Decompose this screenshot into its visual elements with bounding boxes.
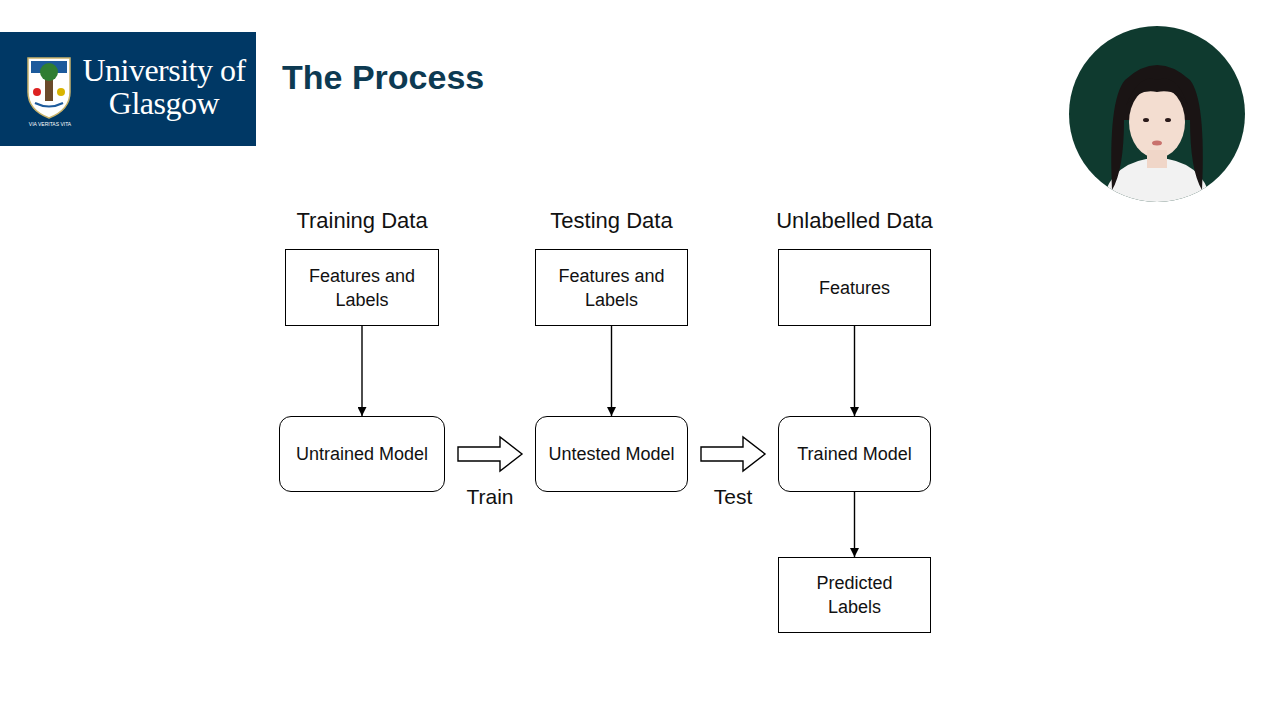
- logo-banner: [0, 32, 256, 146]
- data-box: Testing DataFeatures and Labels: [535, 249, 688, 326]
- box-text: Features and Labels: [286, 264, 438, 312]
- model-box: Trained Model: [778, 416, 931, 492]
- university-logo-text: University of Glasgow: [78, 54, 250, 120]
- data-heading: Training Data: [226, 208, 498, 234]
- logo-motto: VIA VERITAS VITA: [22, 121, 78, 127]
- data-heading: Unlabelled Data: [719, 208, 990, 234]
- data-box: Unlabelled DataFeatures: [778, 249, 931, 326]
- slide-title: The Process: [282, 58, 484, 97]
- box-text: Features and Labels: [536, 264, 687, 312]
- model-box: Untested Model: [535, 416, 688, 492]
- block-arrow: [701, 437, 765, 471]
- box-text: Trained Model: [787, 442, 921, 466]
- data-box: Predicted Labels: [778, 557, 931, 633]
- box-text: Predicted Labels: [779, 571, 930, 619]
- box-text: Untrained Model: [286, 442, 438, 466]
- arrow-line: [854, 492, 855, 557]
- data-heading: Testing Data: [476, 208, 747, 234]
- arrow-line: [611, 326, 612, 416]
- box-text: Features: [809, 276, 900, 300]
- arrow-line: [361, 326, 362, 416]
- box-text: Untested Model: [538, 442, 684, 466]
- presenter-webcam: [1069, 26, 1245, 215]
- arrow-line: [854, 326, 855, 416]
- university-crest: [28, 58, 70, 118]
- block-arrow: [458, 437, 522, 471]
- edge-label: Train: [466, 485, 513, 509]
- data-box: Training DataFeatures and Labels: [285, 249, 439, 326]
- model-box: Untrained Model: [279, 416, 445, 492]
- edge-label: Test: [714, 485, 753, 509]
